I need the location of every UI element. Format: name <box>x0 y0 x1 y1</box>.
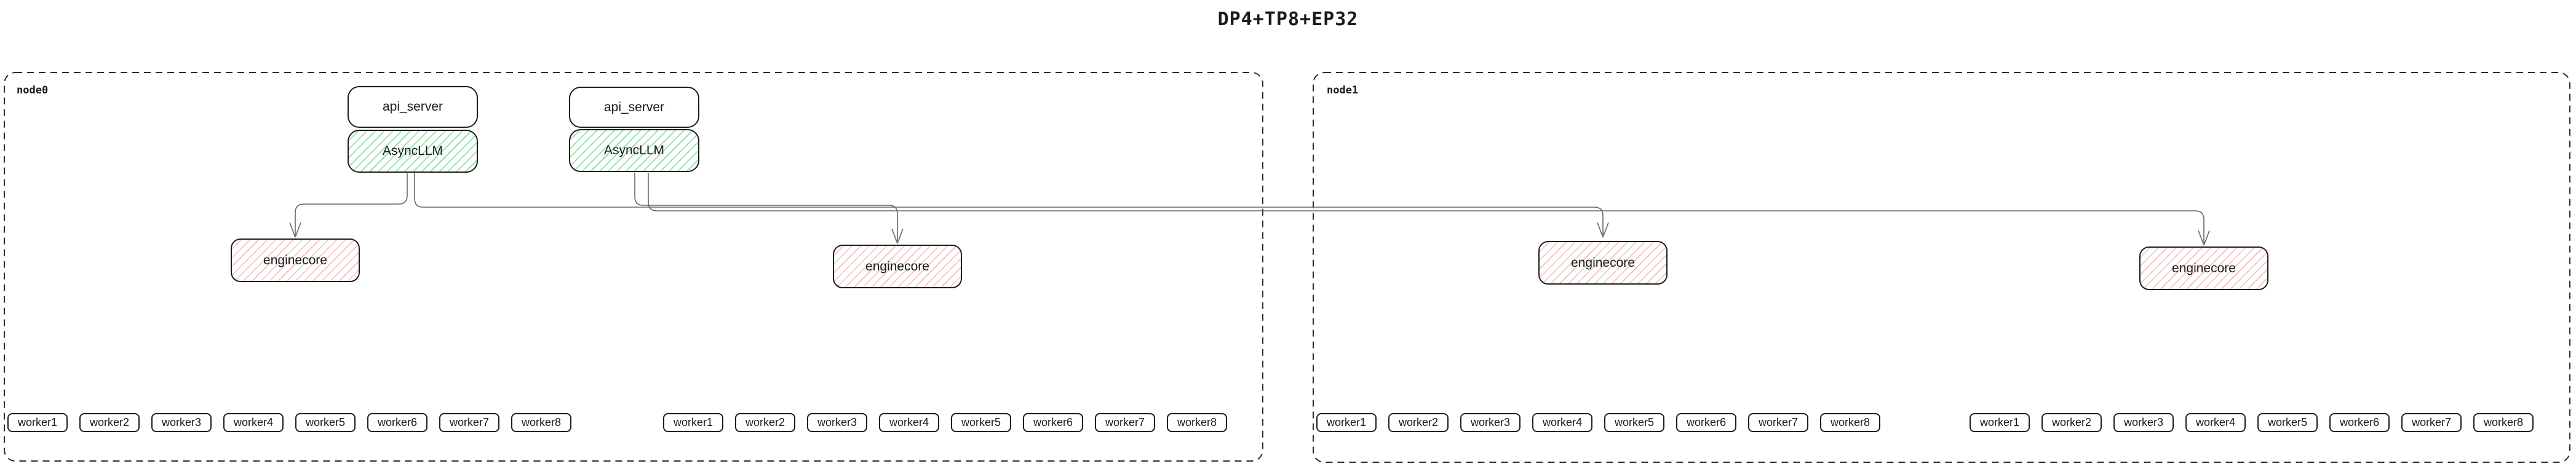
worker-box: worker3 <box>807 413 867 432</box>
worker-box: worker7 <box>1748 413 1808 432</box>
worker-box: worker3 <box>1460 413 1521 432</box>
worker-box: worker7 <box>1095 413 1155 432</box>
worker-box: worker2 <box>79 413 140 432</box>
asyncllm-box-1: AsyncLLM <box>348 130 478 173</box>
edge-asyncllm2-enginecore4 <box>648 173 2204 243</box>
asyncllm-box-2: AsyncLLM <box>569 129 699 172</box>
worker-box: worker8 <box>1820 413 1880 432</box>
worker-box: worker6 <box>2329 413 2390 432</box>
node1-boundary <box>1313 72 2570 463</box>
enginecore-box-3: enginecore <box>1538 241 1668 285</box>
worker-box: worker7 <box>2401 413 2462 432</box>
enginecore-box-1: enginecore <box>231 238 360 282</box>
worker-box: worker5 <box>2257 413 2318 432</box>
worker-box: worker2 <box>2041 413 2102 432</box>
enginecore-box-2: enginecore <box>833 245 962 288</box>
node0-label: node0 <box>17 84 49 97</box>
worker-group-node0-2: worker1 worker2 worker3 worker4 worker5 worke… <box>663 413 1227 432</box>
worker-box: worker1 <box>663 413 723 432</box>
worker-box: worker1 <box>1970 413 2030 432</box>
worker-box: worker6 <box>367 413 427 432</box>
worker-box: worker2 <box>735 413 795 432</box>
worker-box: worker6 <box>1023 413 1083 432</box>
api-server-box-1: api_server <box>348 86 478 128</box>
api-server-box-2: api_server <box>569 87 699 128</box>
worker-box: worker5 <box>295 413 356 432</box>
worker-box: worker3 <box>2113 413 2174 432</box>
worker-box: worker1 <box>7 413 68 432</box>
edge-asyncllm1-enginecore1 <box>295 173 408 235</box>
worker-group-node1-1: worker1 worker2 worker3 worker4 worker5 worke… <box>1316 413 1880 432</box>
worker-box: worker8 <box>1167 413 1227 432</box>
worker-box: worker5 <box>951 413 1011 432</box>
worker-box: worker4 <box>879 413 939 432</box>
arrowhead-enginecore3 <box>1597 222 1609 238</box>
worker-box: worker5 <box>1604 413 1664 432</box>
enginecore-box-4: enginecore <box>2139 246 2268 290</box>
worker-box: worker7 <box>439 413 499 432</box>
edge-asyncllm1-enginecore3 <box>414 173 1604 235</box>
worker-box: worker8 <box>2473 413 2534 432</box>
worker-group-node0-1: worker1 worker2 worker3 worker4 worker5 worke… <box>7 413 571 432</box>
diagram-title: DP4+TP8+EP32 <box>1217 9 1359 30</box>
worker-box: worker4 <box>1532 413 1592 432</box>
worker-box: worker2 <box>1388 413 1449 432</box>
worker-group-node1-2: worker1 worker2 worker3 worker4 worker5 worke… <box>1970 413 2534 432</box>
node1-label: node1 <box>1327 84 1359 97</box>
arrowhead-enginecore1 <box>289 222 301 238</box>
worker-box: worker4 <box>223 413 284 432</box>
worker-box: worker8 <box>511 413 571 432</box>
arrowhead-enginecore4 <box>2198 230 2210 246</box>
node0-boundary <box>4 72 1263 462</box>
worker-box: worker4 <box>2185 413 2246 432</box>
worker-box: worker6 <box>1676 413 1736 432</box>
worker-box: worker3 <box>151 413 212 432</box>
worker-box: worker1 <box>1316 413 1377 432</box>
arrowhead-enginecore2 <box>891 228 904 244</box>
